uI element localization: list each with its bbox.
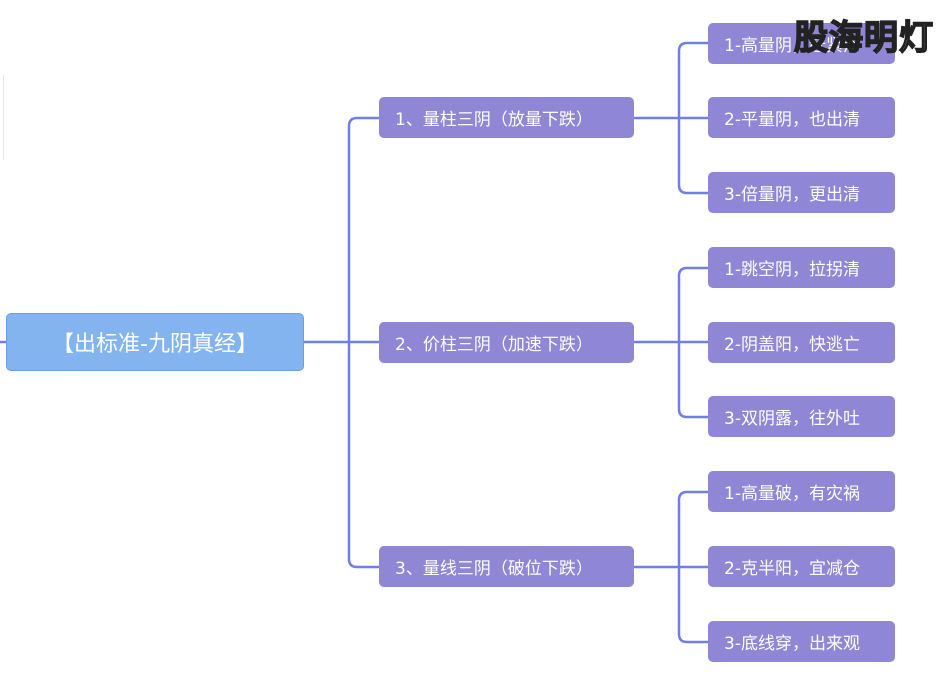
root-node[interactable]: 【出标准-九阴真经】 xyxy=(6,313,304,371)
leaf-node-3-1[interactable]: 1-高量破，有灾祸 xyxy=(708,471,895,512)
watermark: 股海明灯 xyxy=(793,17,934,59)
leaf-node-3-2[interactable]: 2-克半阳，宜减仓 xyxy=(708,546,895,587)
leaf-node-2-3[interactable]: 3-双阴露，往外吐 xyxy=(708,396,895,437)
leaf-node-2-1[interactable]: 1-跳空阴，拉拐清 xyxy=(708,247,895,288)
leaf-node-1-1[interactable]: 1-高量阴，赶紧清 xyxy=(708,23,895,64)
branch-node-3[interactable]: 3、量线三阴（破位下跌） xyxy=(379,546,634,587)
connector-branch2-leaves xyxy=(632,266,710,419)
leaf-node-1-3[interactable]: 3-倍量阴，更出清 xyxy=(708,172,895,213)
branch-node-2[interactable]: 2、价柱三阴（加速下跌） xyxy=(379,322,634,363)
connector-branch1-leaves xyxy=(632,41,710,195)
leaf-node-1-2[interactable]: 2-平量阴，也出清 xyxy=(708,97,895,138)
left-edge-stub xyxy=(0,75,4,160)
leaf-node-3-3[interactable]: 3-底线穿，出来观 xyxy=(708,621,895,662)
connector-branch3-leaves xyxy=(632,490,710,644)
leaf-node-2-2[interactable]: 2-阴盖阳，快逃亡 xyxy=(708,322,895,363)
branch-node-1[interactable]: 1、量柱三阴（放量下跌） xyxy=(379,97,634,138)
